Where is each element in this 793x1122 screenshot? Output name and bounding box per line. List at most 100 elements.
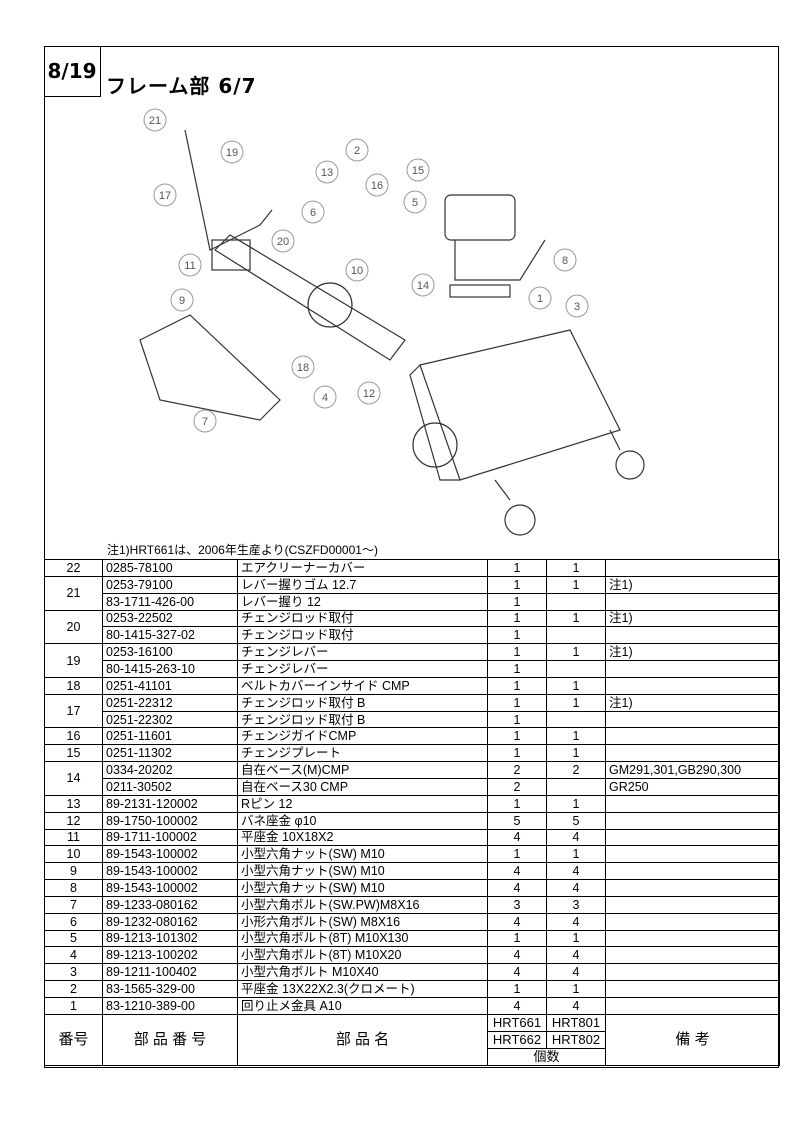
header-name: 部 品 名 xyxy=(237,1013,488,1066)
cell-qty-b: 4 xyxy=(546,828,606,847)
cell-remarks xyxy=(605,727,780,746)
cell-name: 小型六角ボルト(SW.PW)M8X16 xyxy=(237,895,488,914)
callout-label: 12 xyxy=(363,388,375,400)
cell-qty-a: 1 xyxy=(487,559,547,577)
cell-qty-a: 1 xyxy=(487,609,547,628)
cell-num: 10 xyxy=(44,845,103,864)
cell-name: 小型六角ナット(SW) M10 xyxy=(237,862,488,881)
callout-circle xyxy=(528,286,552,310)
transmission-drawing xyxy=(307,282,353,328)
cell-remarks xyxy=(605,592,780,611)
cell-name: 回り止メ金具 A10 xyxy=(237,996,488,1015)
cell-num: 20 xyxy=(44,609,103,645)
cell-part-no: 89-1543-100002 xyxy=(102,879,238,897)
belt-cover-drawing xyxy=(139,314,281,421)
callout-label: 18 xyxy=(297,362,309,374)
cell-qty-b: 5 xyxy=(546,811,606,830)
callout-circle xyxy=(143,108,167,132)
callout-label: 19 xyxy=(226,147,238,159)
cell-qty-b: 2 xyxy=(546,761,606,779)
cell-qty-b xyxy=(546,626,606,645)
callout-label: 16 xyxy=(371,180,383,192)
cell-remarks xyxy=(605,946,780,965)
cell-num: 15 xyxy=(44,744,103,763)
wheel-drawing xyxy=(615,450,645,480)
header-qty: 個数 xyxy=(487,1047,606,1066)
page-frame xyxy=(44,46,779,1068)
cell-name: 自在ベース30 CMP xyxy=(237,777,488,796)
cell-name: 小型六角ボルト(8T) M10X130 xyxy=(237,929,488,948)
cell-num: 17 xyxy=(44,693,103,729)
cell-remarks: 注1) xyxy=(605,693,780,712)
frame-block-drawing xyxy=(211,239,251,271)
cell-remarks: 注1) xyxy=(605,575,780,594)
callout-label: 14 xyxy=(417,280,429,292)
cell-remarks xyxy=(605,660,780,678)
callout-label: 3 xyxy=(574,301,580,313)
callout-circle xyxy=(178,253,202,277)
cell-qty-a: 4 xyxy=(487,996,547,1015)
callout-circle xyxy=(411,273,435,297)
cell-remarks xyxy=(605,963,780,982)
cell-remarks: 注1) xyxy=(605,609,780,628)
cell-qty-a: 1 xyxy=(487,744,547,763)
cell-qty-a: 1 xyxy=(487,660,547,678)
cell-num: 11 xyxy=(44,828,103,847)
cell-part-no: 83-1565-329-00 xyxy=(102,980,238,998)
cell-remarks xyxy=(605,676,780,695)
cell-part-no: 89-1211-100402 xyxy=(102,963,238,982)
cell-part-no: 83-1711-426-00 xyxy=(102,592,238,611)
callout-circle xyxy=(403,190,427,214)
callout-circle xyxy=(170,288,194,312)
callout-label: 17 xyxy=(159,190,171,202)
wheel-drawing xyxy=(504,504,536,536)
callout-circle xyxy=(357,381,381,405)
cell-remarks xyxy=(605,744,780,763)
header-part-no: 部 品 番 号 xyxy=(102,1013,238,1066)
cell-part-no: 0253-22502 xyxy=(102,609,238,628)
cell-num: 2 xyxy=(44,980,103,998)
cell-part-no: 89-1213-100202 xyxy=(102,946,238,965)
cell-qty-b: 4 xyxy=(546,946,606,965)
callout-circle xyxy=(301,200,325,224)
callout-circle xyxy=(565,294,589,318)
cell-part-no: 0251-22312 xyxy=(102,693,238,712)
cell-part-no: 89-1543-100002 xyxy=(102,862,238,881)
cell-qty-a: 4 xyxy=(487,946,547,965)
cell-qty-b xyxy=(546,592,606,611)
cell-name: チェンジロッド取付 B xyxy=(237,693,488,712)
callout-circle xyxy=(313,385,337,409)
header-qty-b-1: HRT801 xyxy=(546,1013,606,1032)
cell-num: 5 xyxy=(44,929,103,948)
cell-num: 16 xyxy=(44,727,103,746)
cell-num: 18 xyxy=(44,676,103,695)
cell-part-no: 89-1543-100002 xyxy=(102,845,238,864)
callout-label: 6 xyxy=(310,207,316,219)
cell-part-no: 0334-20202 xyxy=(102,761,238,779)
cell-name: 小型六角ボルト M10X40 xyxy=(237,963,488,982)
cell-qty-a: 1 xyxy=(487,845,547,864)
cell-name: ベルトカバーインサイド CMP xyxy=(237,676,488,695)
cell-qty-a: 1 xyxy=(487,929,547,948)
cell-remarks xyxy=(605,626,780,645)
cell-part-no: 89-1232-080162 xyxy=(102,912,238,931)
cell-qty-b: 3 xyxy=(546,895,606,914)
callout-label: 20 xyxy=(277,236,289,248)
